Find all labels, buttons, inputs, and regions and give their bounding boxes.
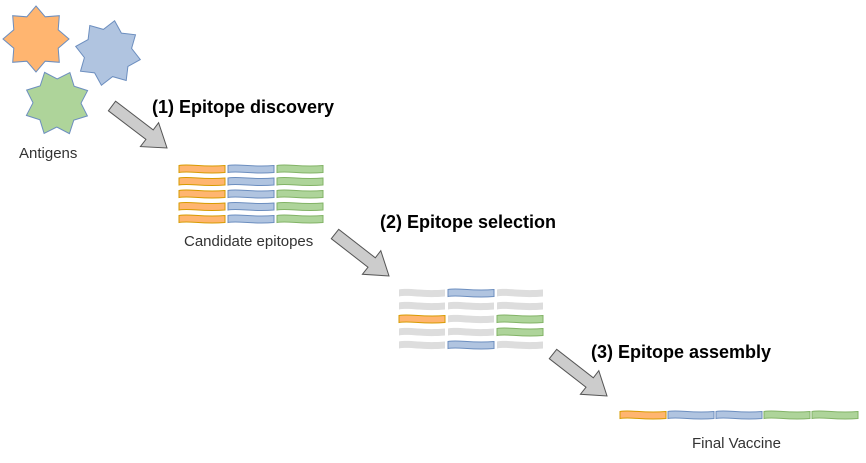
epitope-orange-segment — [178, 176, 226, 187]
antigen-blue-icon — [74, 19, 142, 87]
candidate-epitopes-grid — [178, 164, 324, 224]
epitope-blue-segment — [227, 214, 275, 224]
antigens-label: Antigens — [19, 145, 77, 162]
vaccine-green-segment — [763, 410, 811, 420]
epitope-orange-segment — [398, 314, 446, 324]
epitope-blue-segment — [227, 189, 275, 199]
epitope-green-segment — [276, 201, 324, 212]
epitope-green-segment — [496, 314, 544, 324]
selected-epitopes-grid — [398, 288, 544, 350]
epitope-gray-segment — [399, 327, 445, 337]
epitope-green-segment — [276, 189, 324, 199]
final-vaccine-label: Final Vaccine — [692, 435, 781, 452]
epitope-blue-segment — [447, 340, 495, 350]
vaccine-orange-segment — [619, 410, 667, 420]
epitope-blue-segment — [227, 176, 275, 187]
step-3-label: (3) Epitope assembly — [591, 342, 771, 362]
epitope-blue-segment — [227, 201, 275, 212]
epitope-gray-segment — [448, 327, 494, 337]
vaccine-blue-segment — [667, 410, 715, 420]
epitope-gray-segment — [448, 314, 494, 324]
step-3-arrow — [548, 348, 608, 397]
epitope-gray-segment — [497, 301, 543, 311]
epitope-green-segment — [496, 327, 544, 337]
step-2-label: (2) Epitope selection — [380, 212, 556, 232]
epitope-gray-segment — [399, 301, 445, 311]
vaccine-blue-segment — [715, 410, 763, 420]
epitope-green-segment — [276, 176, 324, 187]
epitope-orange-segment — [178, 164, 226, 174]
epitope-gray-segment — [399, 340, 445, 350]
step-1-arrow — [107, 100, 168, 149]
epitope-orange-segment — [178, 201, 226, 212]
epitope-gray-segment — [497, 340, 543, 350]
epitope-green-segment — [276, 164, 324, 174]
epitope-green-segment — [276, 214, 324, 224]
epitope-orange-segment — [178, 214, 226, 224]
epitope-gray-segment — [448, 301, 494, 311]
epitope-gray-segment — [497, 288, 543, 298]
epitope-blue-segment — [447, 288, 495, 298]
antigen-green-icon — [25, 71, 89, 135]
epitope-orange-segment — [178, 189, 226, 199]
antigens-group: Antigens — [2, 5, 142, 162]
step-2-arrow — [330, 228, 390, 277]
candidate-epitopes-label: Candidate epitopes — [184, 233, 313, 250]
vaccine-green-segment — [811, 410, 859, 420]
step-1-label: (1) Epitope discovery — [152, 97, 334, 117]
epitope-blue-segment — [227, 164, 275, 174]
antigen-orange-icon — [2, 5, 70, 73]
epitope-gray-segment — [399, 288, 445, 298]
final-vaccine-chain — [619, 410, 859, 420]
